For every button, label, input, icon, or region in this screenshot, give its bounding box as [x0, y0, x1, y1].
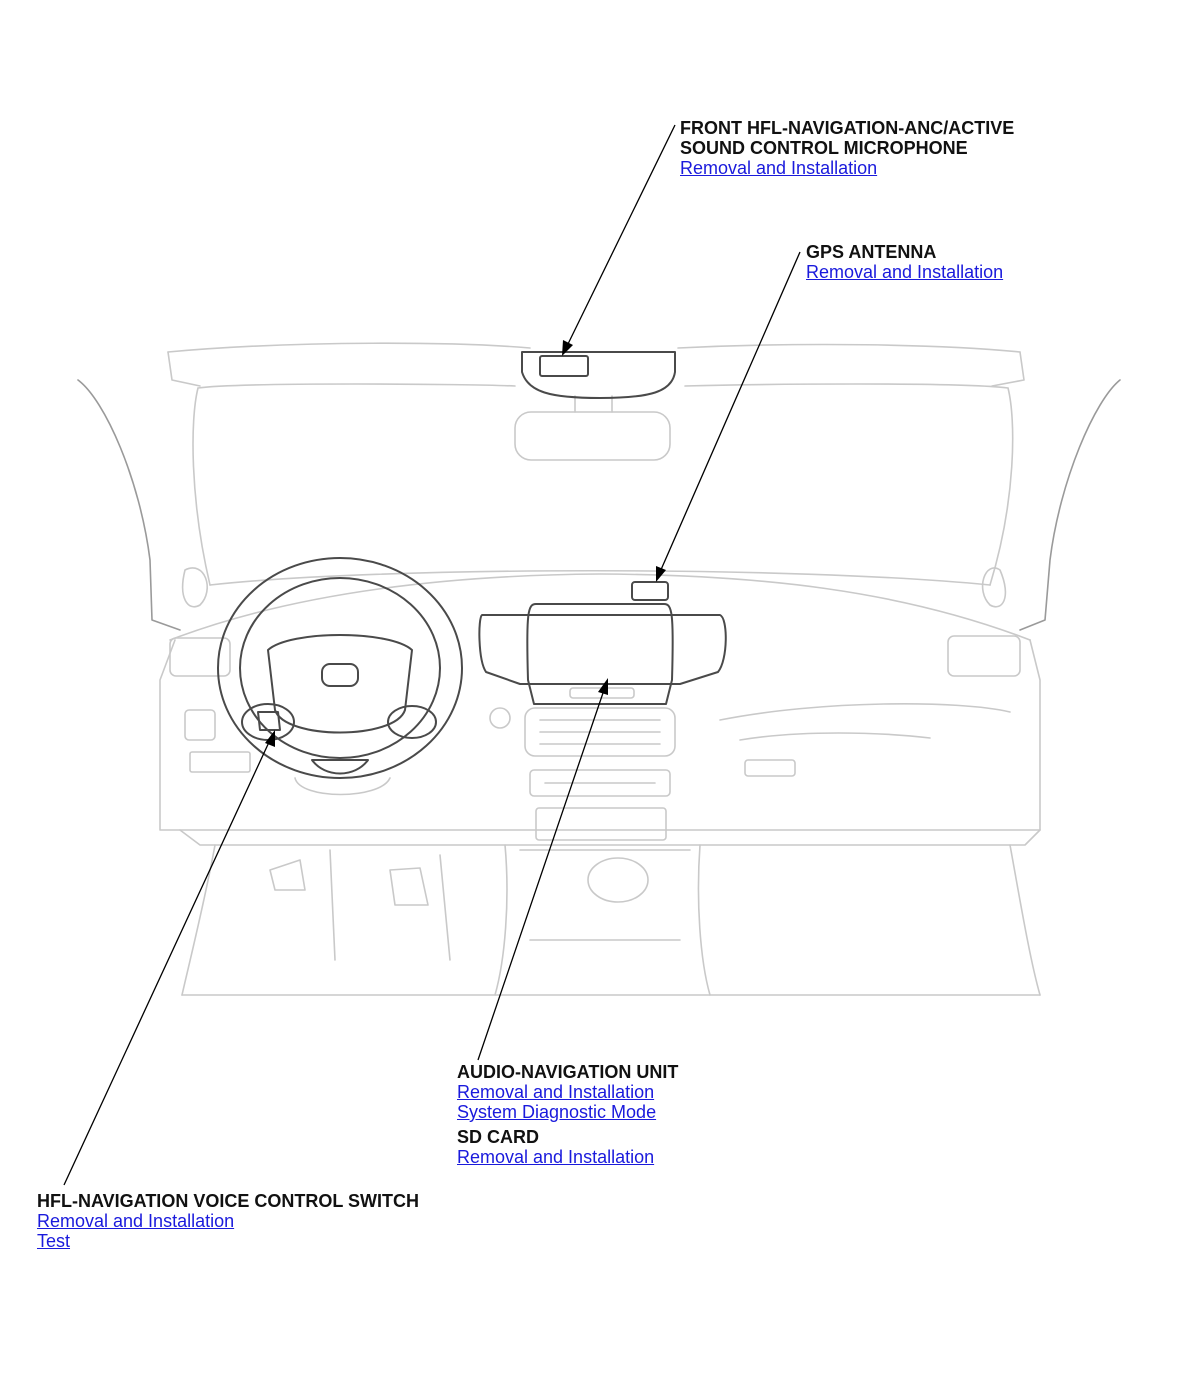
gps-antenna-removal-installation-link[interactable]: Removal and Installation: [806, 262, 1004, 282]
steering-wheel-rim: [217, 557, 463, 779]
microphone-housing: [521, 351, 676, 399]
callout-microphone: FRONT HFL-NAVIGATION-ANC/ACTIVE SOUND CO…: [680, 118, 1014, 178]
steering-wheel-hub: [267, 634, 413, 734]
center-display-bezel: [478, 614, 727, 685]
voice-control-removal-installation-link[interactable]: Removal and Installation: [37, 1211, 235, 1231]
gps-antenna-module: [631, 581, 669, 601]
leader-voice-switch: [63, 739, 271, 1186]
a-pillar-left: [77, 379, 181, 631]
windshield-outline: [192, 383, 1014, 586]
a-pillar-right: [1019, 379, 1121, 631]
microphone-title-line2: SOUND CONTROL MICROPHONE: [680, 138, 968, 158]
sd-card-removal-installation-link[interactable]: Removal and Installation: [457, 1147, 655, 1167]
callout-audio-navigation-unit: AUDIO-NAVIGATION UNIT Removal and Instal…: [457, 1062, 678, 1167]
callout-voice-control-switch: HFL-NAVIGATION VOICE CONTROL SWITCH Remo…: [37, 1191, 419, 1251]
audio-navigation-removal-installation-link[interactable]: Removal and Installation: [457, 1082, 655, 1102]
sd-card-title: SD CARD: [457, 1127, 540, 1147]
dashboard-top: [169, 573, 1031, 641]
audio-navigation-display: [526, 603, 674, 705]
leader-gps: [659, 251, 801, 573]
roof-outline: [167, 342, 1021, 353]
leader-microphone: [566, 124, 676, 347]
rear-view-mirror: [514, 411, 671, 461]
voice-control-test-link[interactable]: Test: [37, 1231, 71, 1251]
voice-control-switch-title: HFL-NAVIGATION VOICE CONTROL SWITCH: [37, 1191, 419, 1211]
leader-audio-unit: [477, 689, 605, 1061]
microphone-removal-installation-link[interactable]: Removal and Installation: [680, 158, 878, 178]
audio-navigation-unit-title: AUDIO-NAVIGATION UNIT: [457, 1062, 679, 1082]
microphone-title-line1: FRONT HFL-NAVIGATION-ANC/ACTIVE: [680, 118, 1015, 138]
callout-gps-antenna: GPS ANTENNA Removal and Installation: [806, 242, 1003, 282]
audio-navigation-system-diagnostic-link[interactable]: System Diagnostic Mode: [457, 1102, 657, 1122]
gps-antenna-title: GPS ANTENNA: [806, 242, 937, 262]
